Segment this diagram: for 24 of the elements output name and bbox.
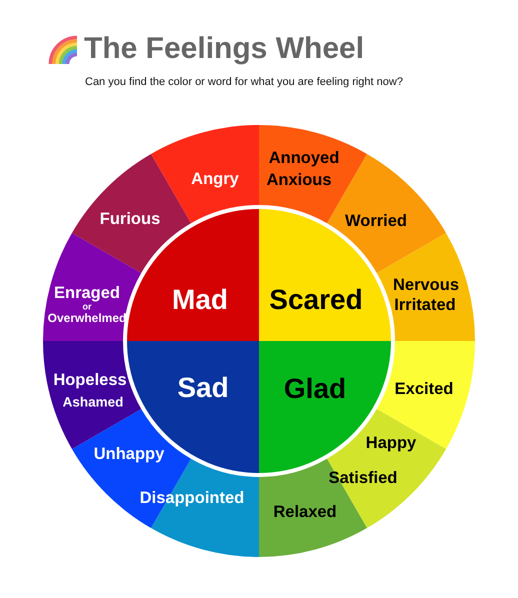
category-label: Scared [269,286,363,314]
feeling-label: Anxious [266,172,332,188]
category-label: Sad [177,374,229,402]
feeling-label: Relaxed [273,504,337,520]
feeling-label: Worried [344,212,408,230]
feeling-label: Ashamed [62,395,124,409]
feeling-label: Enraged [54,284,120,302]
feeling-label: Happy [366,434,416,452]
feeling-label: Excited [394,380,454,398]
feeling-label: Annoyed [268,150,340,166]
feeling-label: Overwhelmed [48,312,126,324]
feeling-label: Furious [100,210,160,228]
category-label: Mad [172,286,228,314]
feeling-label: Satisfied [328,470,398,486]
feeling-label: Nervous [392,276,460,294]
feeling-label: Irritated [394,296,456,314]
feeling-label: Angry [191,170,239,188]
feeling-label: or [82,302,92,312]
feeling-label: Hopeless [53,372,127,388]
feeling-label: Unhappy [94,446,164,462]
feeling-label: Disappointed [140,490,244,506]
subtitle-text: Can you find the color or word for what you are feeling right now? [85,76,403,88]
title-heading: The Feelings Wheel [84,34,364,64]
category-label: Glad [284,375,346,403]
